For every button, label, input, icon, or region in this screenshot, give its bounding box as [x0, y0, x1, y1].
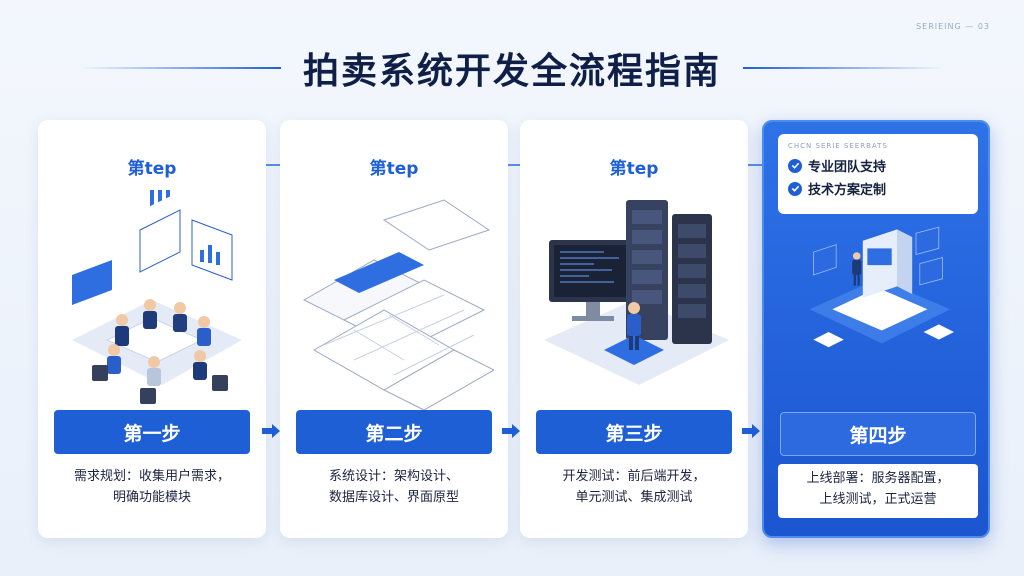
step-desc-2: 系统设计：架构设计、 数据库设计、界面原型: [296, 466, 492, 508]
desc-line: 上线测试，正式运营: [819, 492, 937, 507]
desc-line: 需求规划：收集用户需求，: [73, 469, 230, 484]
arrow-right-icon: [502, 424, 520, 438]
title-line-left: [80, 67, 281, 69]
connector-2: [430, 164, 598, 166]
support-header: CHCN SERIE SEERBATS: [788, 142, 888, 150]
support-box: CHCN SERIE SEERBATS 专业团队支持 技术方案定制: [778, 134, 978, 214]
meeting-illustration: [72, 190, 242, 404]
step-button-1[interactable]: 第一步: [54, 410, 250, 454]
title-line-right: [743, 67, 943, 69]
support-item: 专业团队支持: [788, 156, 968, 175]
support-item-label: 技术方案定制: [808, 183, 887, 198]
check-icon: [788, 181, 802, 196]
server-illustration: [544, 200, 729, 385]
step-button-2[interactable]: 第二步: [296, 410, 492, 454]
arrow-right-icon: [262, 424, 280, 438]
desc-line: 系统设计：架构设计、: [328, 469, 459, 484]
desc-line: 开发测试：前后端开发，: [562, 469, 706, 484]
desc-line: 明确功能模块: [112, 490, 191, 505]
step-button-3[interactable]: 第三步: [536, 410, 732, 454]
connector-1: [190, 164, 358, 166]
step-tag: 第tep: [369, 159, 419, 179]
check-icon: [788, 158, 802, 173]
desc-line: 数据库设计、界面原型: [328, 490, 459, 505]
support-item: 技术方案定制: [788, 179, 968, 198]
step-desc-4: 上线部署：服务器配置， 上线测试，正式运营: [780, 468, 976, 510]
corner-mark: SERIEING — 03: [916, 22, 990, 31]
step-card-2: 第tep 第二步 系统设计：架构设计、 数据库设计、界面原型: [280, 120, 508, 538]
page-title: 拍卖系统开发全流程指南: [302, 51, 721, 92]
step-tag: 第tep: [127, 159, 177, 179]
step-card-1: 第tep 第一步 需求规划：收集用户需求， 明确功能模块: [38, 120, 266, 538]
step-tag: 第tep: [609, 159, 659, 179]
step-card-3: 第tep 第三步 开发测试：前后端开发， 单元测试、集成测试: [520, 120, 748, 538]
support-item-label: 专业团队支持: [808, 160, 887, 175]
blueprint-illustration: [302, 199, 494, 411]
step-desc-3: 开发测试：前后端开发， 单元测试、集成测试: [536, 466, 732, 508]
step-desc-1: 需求规划：收集用户需求， 明确功能模块: [54, 466, 250, 508]
deployment-illustration: [809, 226, 954, 348]
step-button-4[interactable]: 第四步: [780, 412, 976, 456]
step-desc-box: [778, 464, 978, 518]
step-card-4: CHCN SERIE SEERBATS 专业团队支持 技术方案定制 第四步: [762, 120, 990, 538]
arrow-right-icon: [742, 424, 760, 438]
desc-line: 上线部署：服务器配置，: [806, 471, 950, 486]
title-row: 拍卖系统开发全流程指南: [0, 44, 1024, 92]
desc-line: 单元测试、集成测试: [575, 490, 693, 505]
